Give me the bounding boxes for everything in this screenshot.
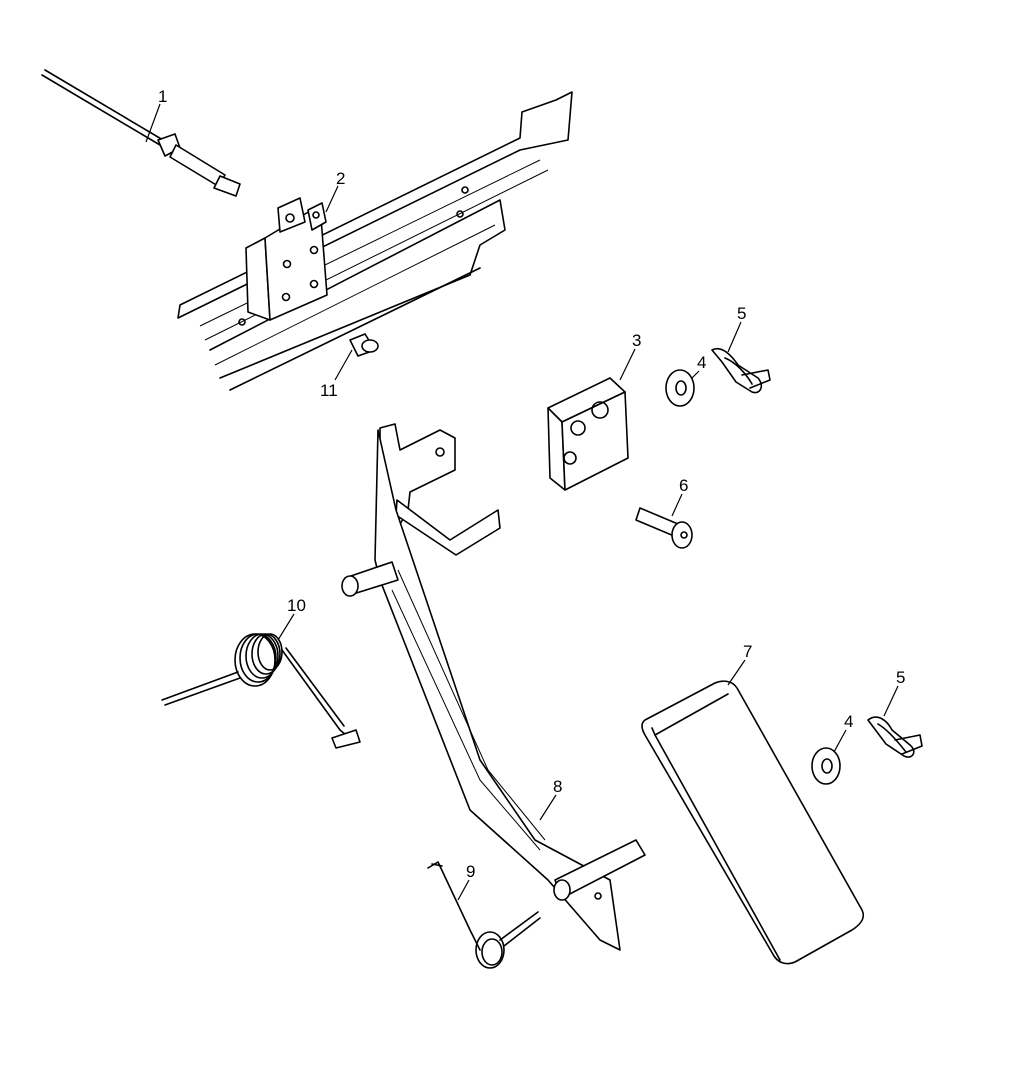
part-11-bushing: [349, 333, 379, 357]
callout-10: 10: [287, 596, 306, 615]
callout-7: 7: [743, 642, 752, 661]
part-6-bolt: [635, 507, 693, 549]
callout-2: 2: [336, 169, 345, 188]
callout-3: 3: [632, 331, 641, 350]
callout-9: 9: [466, 862, 475, 881]
part-1-pin: [41, 69, 241, 197]
part-5-clip-lower: [867, 716, 923, 758]
part-7-pedal-pad: [641, 680, 865, 965]
callout-labels: 1 2 3 4 5 6 7 4 5 8 9 10 11: [158, 87, 905, 881]
part-5-clip-upper: [711, 348, 771, 394]
part-4-washer-lower: [811, 747, 841, 785]
callout-5a: 5: [737, 304, 746, 323]
part-8-pedal-lever: [341, 423, 646, 951]
callout-11: 11: [320, 381, 338, 400]
part-2-frame-bracket: [177, 91, 573, 391]
leader-lines: [145, 103, 899, 901]
callout-4a: 4: [697, 353, 706, 372]
callout-4b: 4: [844, 712, 853, 731]
part-10-torsion-spring: [161, 633, 361, 749]
callout-6: 6: [679, 476, 688, 495]
part-3-block: [547, 377, 629, 491]
part-9-small-spring: [427, 861, 541, 969]
callout-5b: 5: [896, 668, 905, 687]
callout-1: 1: [158, 87, 167, 106]
callout-8: 8: [553, 777, 562, 796]
part-4-washer-upper: [665, 369, 695, 407]
